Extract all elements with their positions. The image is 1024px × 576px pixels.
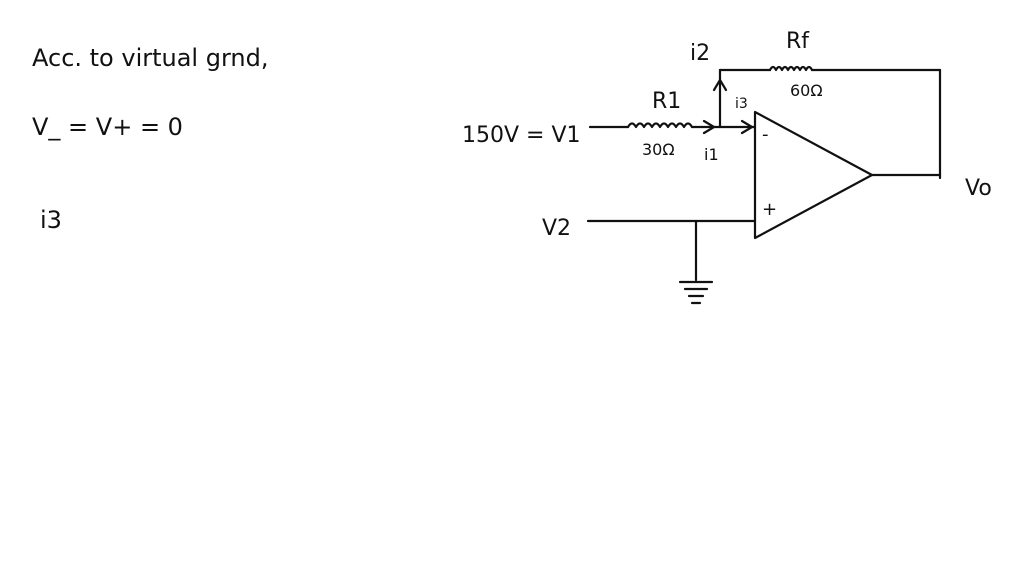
ground-icon — [678, 280, 714, 305]
v2-label: V2 — [542, 216, 571, 241]
output-voltage-label: Vo — [965, 176, 992, 201]
inverting-input-sign: - — [762, 124, 769, 145]
i3-label: i3 — [735, 96, 748, 112]
rf-resistor — [768, 65, 814, 72]
note-virtual-ground: Acc. to virtual grnd, — [32, 44, 268, 72]
rf-label: Rf — [786, 29, 810, 54]
r1-value: 30Ω — [642, 140, 675, 159]
input-voltage-label: 150V = V1 — [462, 123, 581, 148]
i2-arrow-icon — [712, 78, 728, 92]
i1-label: i1 — [704, 145, 719, 164]
op-amp-triangle — [753, 110, 874, 240]
i1-arrow-icon — [702, 119, 716, 135]
r1-label: R1 — [652, 89, 681, 114]
i2-label: i2 — [690, 41, 710, 66]
i3-arrow-icon — [740, 119, 754, 135]
non-inverting-input-sign: + — [762, 199, 777, 220]
r1-resistor — [626, 122, 694, 129]
rf-value: 60Ω — [790, 81, 823, 100]
note-voltage-equation: V_ = V+ = 0 — [32, 113, 183, 141]
note-i3: i3 — [40, 206, 62, 234]
